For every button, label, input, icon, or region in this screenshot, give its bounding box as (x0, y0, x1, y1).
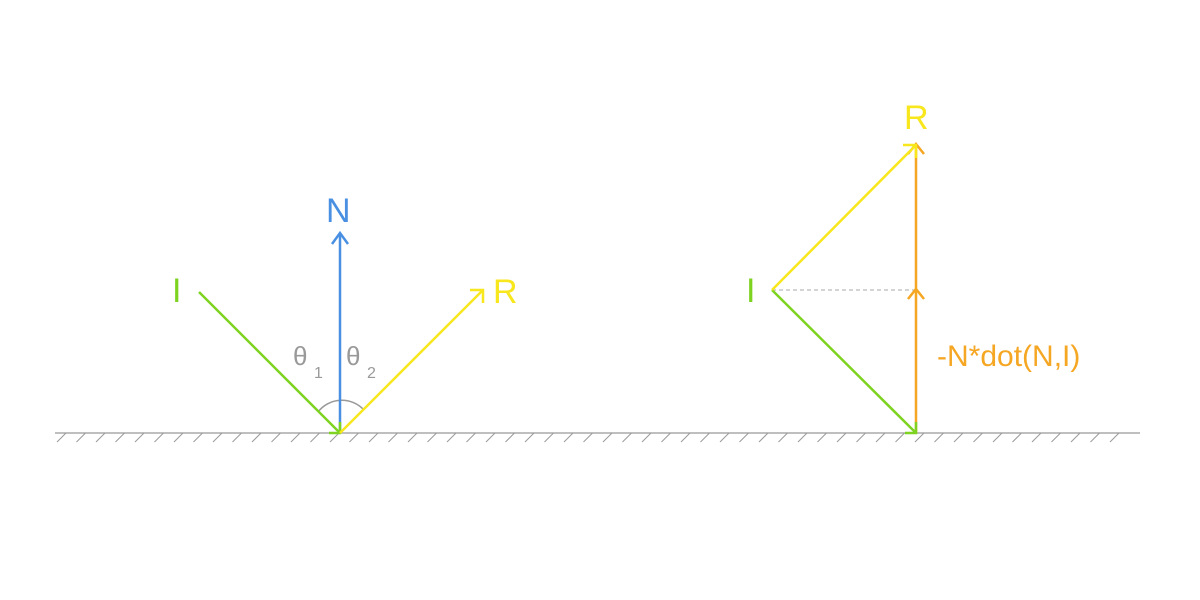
hatch-mark (661, 432, 671, 443)
hatch-mark (251, 432, 262, 443)
hatch-mark (505, 432, 515, 443)
reflected-arrowhead (470, 288, 485, 303)
reflected-arrowhead-right (903, 143, 918, 158)
incident-label: I (172, 272, 181, 310)
hatch-mark (115, 432, 125, 443)
hatch-mark (836, 432, 847, 443)
hatch-mark (817, 432, 827, 443)
hatch-mark (992, 432, 1003, 443)
hatch-mark (680, 432, 691, 443)
hatch-mark (427, 432, 437, 443)
hatch-mark (310, 432, 320, 443)
hatch-mark (154, 432, 164, 443)
hatch-mark (271, 432, 281, 443)
hatch-mark (290, 432, 301, 443)
hatch-mark (76, 432, 86, 443)
hatch-mark (1012, 432, 1022, 443)
hatch-mark (758, 432, 769, 443)
surface-hatching (56, 432, 1120, 443)
hatch-mark (134, 432, 145, 443)
hatch-mark (953, 432, 964, 443)
hatch-mark (583, 432, 593, 443)
hatch-mark (934, 432, 944, 443)
incident-label-right: I (746, 272, 755, 310)
hatch-mark (329, 432, 340, 443)
reflected-label-right: R (904, 99, 929, 137)
hatch-mark (973, 432, 983, 443)
incident-vector-right (771, 289, 917, 434)
hatch-mark (1090, 432, 1100, 443)
hatch-mark (719, 432, 730, 443)
hatch-mark (193, 432, 203, 443)
theta2-label: θ (346, 341, 360, 371)
hatch-mark (856, 432, 866, 443)
hatch-mark (524, 432, 535, 443)
hatch-mark (622, 432, 632, 443)
left-diagram: I N R θ 1 θ 2 (172, 192, 518, 435)
hatch-mark (895, 432, 905, 443)
normal-arrowhead (330, 230, 350, 245)
hatch-mark (407, 432, 418, 443)
hatch-mark (739, 432, 749, 443)
hatch-mark (641, 432, 652, 443)
reflected-vector-right (771, 144, 917, 291)
hatch-mark (797, 432, 808, 443)
hatch-mark (544, 432, 554, 443)
hatch-mark (173, 432, 184, 443)
normal-label: N (326, 192, 351, 230)
hatch-mark (95, 432, 106, 443)
hatch-mark (563, 432, 574, 443)
theta2-subscript: 2 (367, 365, 376, 382)
hatch-mark (1070, 432, 1081, 443)
incident-arrowhead-right (905, 422, 918, 435)
right-diagram: I R -N*dot(N,I) (746, 99, 1080, 435)
hatch-mark (388, 432, 398, 443)
projection-label: -N*dot(N,I) (937, 340, 1080, 373)
hatch-mark (778, 432, 788, 443)
reflected-vector (339, 289, 484, 434)
hatch-mark (875, 432, 886, 443)
theta1-label: θ (293, 341, 307, 371)
theta1-subscript: 1 (314, 365, 323, 382)
hatch-mark (446, 432, 457, 443)
hatch-mark (1109, 432, 1120, 443)
hatch-mark (1031, 432, 1042, 443)
hatch-mark (212, 432, 223, 443)
surface (55, 432, 1140, 443)
hatch-mark (368, 432, 379, 443)
hatch-mark (485, 432, 496, 443)
hatch-mark (914, 432, 925, 443)
hatch-mark (602, 432, 613, 443)
reflected-label: R (493, 273, 518, 311)
hatch-mark (232, 432, 242, 443)
hatch-mark (349, 432, 359, 443)
hatch-mark (700, 432, 710, 443)
hatch-mark (466, 432, 476, 443)
hatch-mark (1051, 432, 1061, 443)
hatch-mark (56, 432, 67, 443)
incident-vector (198, 291, 341, 434)
